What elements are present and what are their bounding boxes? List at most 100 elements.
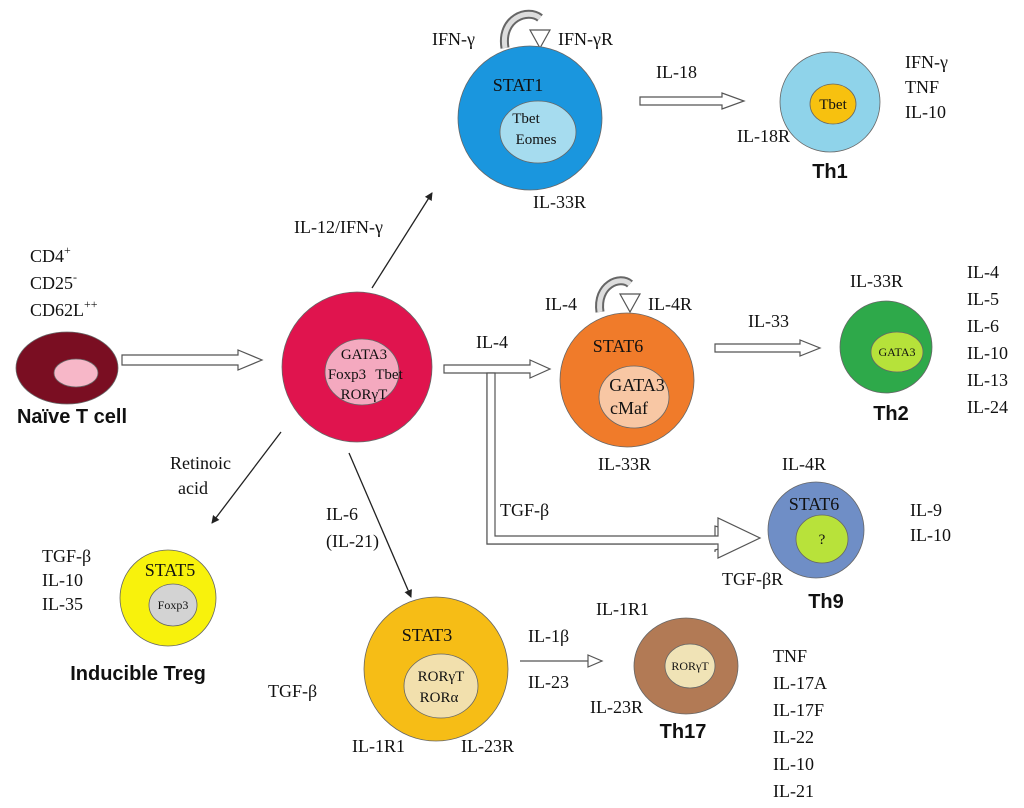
th17-cell-nucleus	[664, 643, 716, 689]
stat3-cell-nucleus	[403, 653, 479, 719]
center-factor-rorgt: RORγT	[341, 387, 388, 403]
th17-cell: IL-1R1 RORγT IL-23R Th17 TNF IL-17A IL-1…	[590, 599, 827, 801]
naive-marker-cd62l: CD62L++	[30, 297, 98, 320]
th2-cell-nucleus	[870, 331, 924, 373]
th2-cell: IL-33R GATA3 Th2 IL-4 IL-5 IL-6 IL-10 IL…	[839, 262, 1008, 425]
stat6-label: STAT6	[593, 336, 644, 356]
th2-cytokine-il5: IL-5	[967, 289, 999, 309]
th17-receptor-il1r1: IL-1R1	[596, 599, 649, 619]
arrow-label-il21: (IL-21)	[326, 531, 379, 552]
stat1-factor-eomes: Eomes	[516, 132, 557, 148]
center-factor-tbet: Tbet	[375, 367, 403, 383]
stat6-factor-gata3: GATA3	[609, 375, 665, 395]
arrow-label-il33: IL-33	[748, 311, 789, 331]
stat1-self-receptor: IFN-γR	[558, 29, 613, 49]
th9-cytokine-il10: IL-10	[910, 525, 951, 545]
naive-marker-cd4: CD4+	[30, 243, 71, 266]
naive-cell-name: Naïve T cell	[17, 406, 127, 428]
central-precursor-cell: GATA3 Foxp3 Tbet RORγT	[281, 291, 433, 443]
center-factor-gata3: GATA3	[341, 347, 387, 363]
treg-cytokine-il35: IL-35	[42, 594, 83, 614]
treg-label: STAT5	[145, 560, 196, 580]
treg-name: Inducible Treg	[70, 663, 206, 685]
th1-receptor-il18r: IL-18R	[737, 126, 790, 146]
th1-name: Th1	[812, 161, 848, 183]
stat3-receptor-il23r: IL-23R	[461, 736, 514, 756]
th9-cell-nucleus	[795, 514, 849, 564]
th2-cytokine-il13: IL-13	[967, 370, 1008, 390]
th17-cytokine-il22: IL-22	[773, 727, 814, 747]
arrow-naive-to-center	[121, 349, 264, 371]
center-cell-nucleus	[324, 338, 400, 406]
th1-cell-nucleus	[809, 83, 857, 125]
th2-cytokine-il6: IL-6	[967, 316, 999, 336]
arrow-label-tgfb: TGF-β	[500, 500, 549, 520]
stat6-receptor-il33r: IL-33R	[598, 454, 651, 474]
arrow-stat6-to-th2	[714, 339, 822, 357]
th2-factor-gata3: GATA3	[878, 345, 915, 359]
th9-receptor-il4r: IL-4R	[782, 454, 826, 474]
th17-receptor-il23r: IL-23R	[590, 697, 643, 717]
arrow-label-il1b: IL-1β	[528, 626, 569, 646]
th1-cell: Tbet IL-18R Th1 IFN-γ TNF IL-10	[737, 51, 948, 183]
th9-factor-unknown: ?	[819, 532, 826, 548]
treg-cell-nucleus	[148, 583, 198, 627]
arrow-label-il4: IL-4	[476, 332, 508, 352]
th9-receptor-tgfbr: TGF-βR	[722, 569, 783, 589]
arrow-label-acid: acid	[178, 478, 208, 498]
th9-cell: IL-4R STAT6 ? TGF-βR Th9 IL-9 IL-10	[722, 454, 951, 613]
treg-cytokine-il10: IL-10	[42, 570, 83, 590]
arrow-stat1-to-th1	[639, 92, 746, 110]
th17-factor-rorgt: RORγT	[671, 659, 709, 673]
th2-cytokine-il24: IL-24	[967, 397, 1008, 417]
naive-t-cell: CD4+ CD25- CD62L++ Naïve T cell	[15, 243, 127, 428]
arrow-label-il12-ifng: IL-12/IFN-γ	[294, 217, 383, 237]
stat1-self-ligand: IFN-γ	[432, 29, 475, 49]
center-factor-foxp3: Foxp3	[328, 367, 366, 383]
stat1-cell: IFN-γ IFN-γR STAT1 Tbet Eomes IL-33R	[432, 9, 613, 212]
th17-cytokine-il10: IL-10	[773, 754, 814, 774]
stat1-factor-tbet: Tbet	[512, 111, 540, 127]
arrow-label-il18: IL-18	[656, 62, 697, 82]
th2-receptor-il33r: IL-33R	[850, 271, 903, 291]
arrow-label-il23: IL-23	[528, 672, 569, 692]
stat3-factor-rorgt: RORγT	[418, 669, 465, 685]
stat1-autocrine-loop-icon	[499, 9, 552, 50]
stat1-label: STAT1	[493, 75, 544, 95]
treg-cytokine-tgfb: TGF-β	[42, 546, 91, 566]
th17-name: Th17	[660, 721, 707, 743]
arrow-center-to-stat1	[371, 192, 433, 289]
arrow-center-to-stat6	[443, 359, 552, 379]
stat6-self-receptor: IL-4R	[648, 294, 692, 314]
arrow-label-retinoic: Retinoic	[170, 453, 231, 473]
naive-marker-cd25: CD25-	[30, 270, 77, 293]
th1-cytokine-tnf: TNF	[905, 77, 939, 97]
stat6-self-ligand: IL-4	[545, 294, 577, 314]
th2-cytokine-il4: IL-4	[967, 262, 999, 282]
arrow-center-to-stat3	[348, 452, 412, 598]
naive-cell-nucleus	[53, 358, 99, 388]
stat3-cell: TGF-β STAT3 RORγT RORα IL-1R1 IL-23R	[268, 596, 514, 756]
arrow-label-il6: IL-6	[326, 504, 358, 524]
stat1-cell-nucleus	[499, 100, 577, 164]
th17-cytokine-il17a: IL-17A	[773, 673, 827, 693]
arrow-branch-to-th9	[486, 372, 762, 559]
th17-cytokine-tnf: TNF	[773, 646, 807, 666]
stat6-cell: IL-4 IL-4R STAT6 GATA3 cMaf IL-33R	[545, 276, 695, 474]
th2-name: Th2	[873, 403, 909, 425]
th1-cytokine-ifng: IFN-γ	[905, 52, 948, 72]
stat1-receptor-il33r: IL-33R	[533, 192, 586, 212]
treg-factor-foxp3: Foxp3	[158, 598, 189, 612]
stat6-cell-nucleus	[598, 365, 670, 429]
th17-cytokine-il17f: IL-17F	[773, 700, 824, 720]
stat6-factor-cmaf: cMaf	[610, 398, 648, 418]
th17-cytokine-il21: IL-21	[773, 781, 814, 801]
stat3-factor-rora: RORα	[420, 690, 459, 706]
th9-cytokine-il9: IL-9	[910, 500, 942, 520]
th9-label: STAT6	[789, 494, 840, 514]
stat6-autocrine-loop-icon	[595, 276, 642, 314]
stat3-receptor-il1r1: IL-1R1	[352, 736, 405, 756]
arrow-stat3-to-th17	[520, 654, 604, 668]
